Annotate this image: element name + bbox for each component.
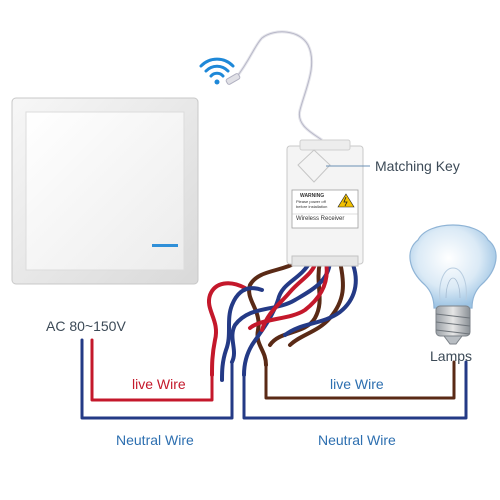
wifi-signal-icon — [199, 57, 235, 85]
ac-source-label: AC 80~150V — [46, 318, 126, 334]
wires — [80, 260, 468, 420]
receiver-warning-line2: before installation — [296, 204, 328, 209]
light-bulb-icon — [409, 224, 497, 345]
wireless-receiver — [286, 139, 364, 267]
neutral-wire-right-label: Neutral Wire — [318, 432, 396, 448]
indicator-light — [152, 244, 178, 247]
high-voltage-warning-icon — [337, 193, 355, 208]
live-wire-left-label: live Wire — [132, 376, 186, 392]
live-wire-right-label: live Wire — [330, 376, 384, 392]
lamps-label: Lamps — [430, 348, 473, 364]
antenna-cable — [225, 30, 323, 142]
receiver-warning-title: WARNING — [300, 193, 325, 199]
matching-key-button — [297, 149, 331, 183]
receiver-warning-line1: Please power off — [296, 199, 326, 204]
matching-key-label: Matching Key — [375, 158, 460, 174]
wireless-wall-switch — [11, 97, 199, 285]
receiver-name: Wireless Receiver — [296, 216, 345, 222]
neutral-wire-left-label: Neutral Wire — [116, 432, 194, 448]
